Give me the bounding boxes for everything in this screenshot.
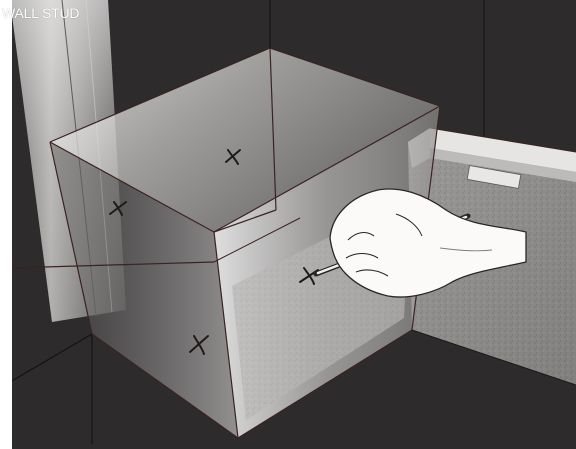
left-margin [0,0,12,449]
bottom-margin [12,444,576,449]
wall-stud-label: WALL STUD [2,6,79,20]
